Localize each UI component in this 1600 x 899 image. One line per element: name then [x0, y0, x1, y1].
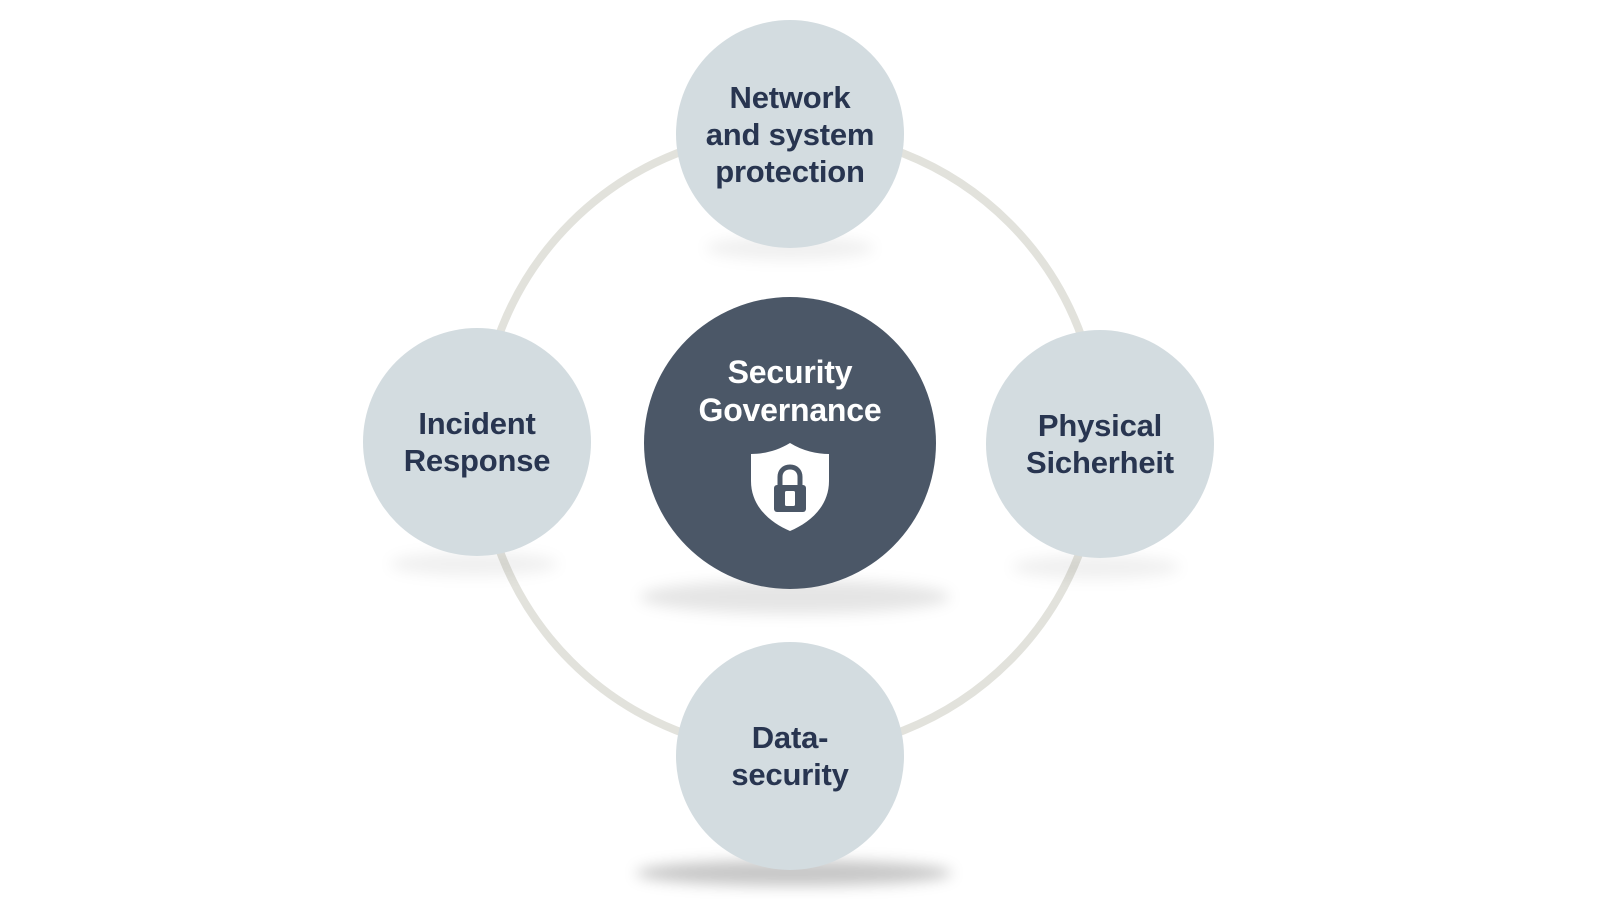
node-physical-sicherheit: Physical Sicherheit [986, 330, 1214, 558]
node-incident-response: Incident Response [363, 328, 591, 556]
node-label: Physical Sicherheit [1026, 408, 1174, 480]
shield-lock-icon [751, 443, 829, 531]
center-node-security-governance: Security Governance [644, 297, 936, 589]
node-label: Network and system protection [705, 79, 875, 189]
node-network-system-protection: Network and system protection [676, 20, 904, 248]
node-shadow [390, 552, 558, 576]
node-label: Data- security [731, 720, 849, 792]
node-data-security: Data- security [676, 642, 904, 870]
center-label: Security Governance [698, 354, 882, 428]
node-shadow [1012, 555, 1180, 579]
node-label: Incident Response [403, 406, 551, 478]
